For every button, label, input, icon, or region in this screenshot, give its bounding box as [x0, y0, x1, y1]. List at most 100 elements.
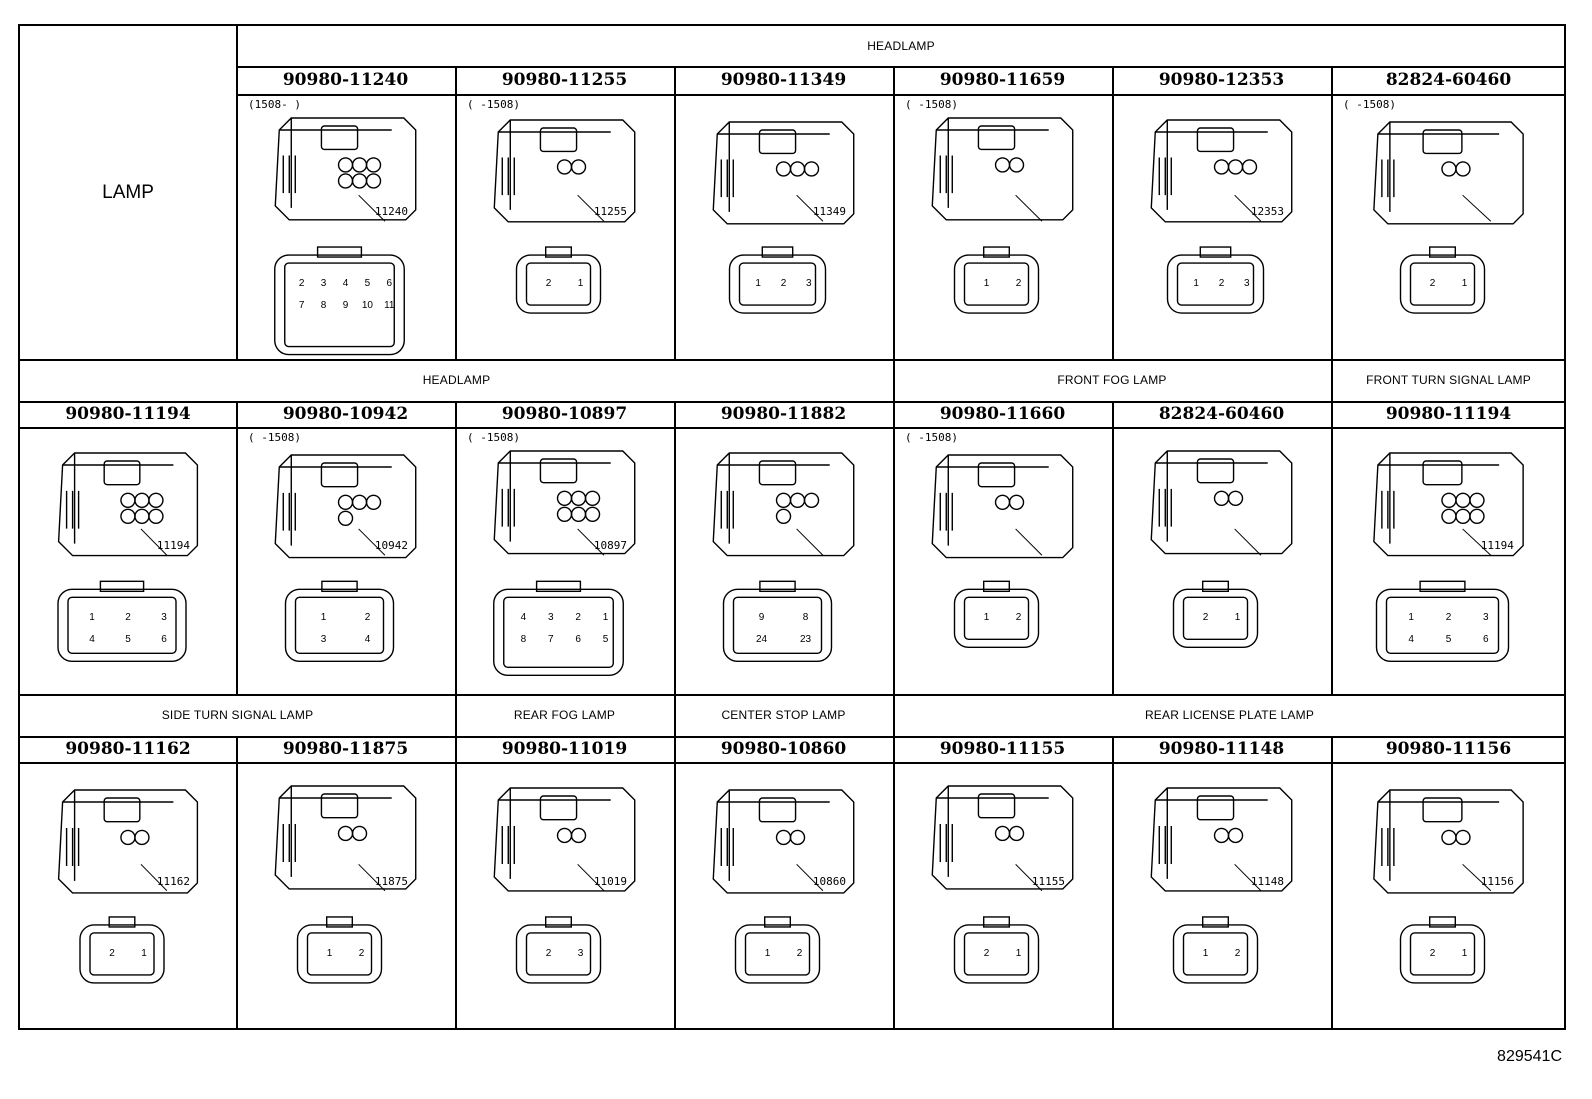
connector-drawing	[674, 764, 893, 1028]
pin-number: 6	[386, 277, 393, 289]
part-code-callout: 11148	[1250, 874, 1285, 888]
group-label: CENTER STOP LAMP	[721, 708, 846, 722]
corner-label: LAMP	[102, 181, 154, 203]
group-divider-v	[893, 359, 895, 401]
part-code-callout: 11156	[1480, 874, 1514, 888]
date-range-note: ( -1508)	[248, 431, 301, 444]
pin-number: 8	[320, 299, 327, 311]
part-number: 90980-11155	[939, 739, 1066, 759]
part-number: 90980-11240	[282, 70, 409, 90]
connector-drawing	[1112, 429, 1331, 692]
cell-divider	[674, 736, 676, 1030]
part-code-callout: 11255	[593, 205, 628, 219]
pin-number: 6	[575, 634, 581, 646]
pin-number: 4	[520, 612, 527, 624]
pin-number: 2	[1015, 612, 1022, 624]
connector-drawing	[236, 96, 455, 357]
pin-number: 2	[125, 612, 131, 624]
part-number: 90980-10860	[720, 739, 847, 759]
pin-number: 9	[758, 612, 765, 624]
part-number: 82824-60460	[1158, 404, 1285, 424]
date-range-note: ( -1508)	[467, 98, 520, 111]
pin-number: 4	[342, 277, 349, 289]
part-code-callout: 11194	[156, 539, 190, 553]
pin-number: 1	[764, 947, 771, 959]
row-divider	[20, 359, 1566, 361]
pin-number: 2	[358, 947, 365, 959]
group-label: SIDE TURN SIGNAL LAMP	[161, 708, 314, 722]
cell-divider	[893, 401, 895, 694]
pin-number: 10	[361, 299, 373, 311]
date-range-note: ( -1508)	[1343, 98, 1396, 111]
pin-number: 2	[364, 612, 371, 624]
pin-number: 2	[109, 947, 115, 959]
part-code-callout: 11240	[374, 205, 409, 219]
cell-divider	[674, 66, 676, 359]
pin-number: 1	[1461, 947, 1468, 959]
date-range-note: ( -1508)	[467, 431, 520, 444]
part-number: 90980-11162	[65, 739, 191, 759]
group-label: REAR LICENSE PLATE LAMP	[1144, 708, 1315, 722]
part-divider	[20, 762, 1566, 764]
date-range-note: (1508- )	[248, 98, 301, 111]
corner-divider	[236, 26, 238, 359]
pin-number: 9	[342, 299, 349, 311]
pin-number: 1	[320, 612, 327, 624]
part-code-callout: 11019	[593, 874, 628, 888]
pin-number: 1	[602, 612, 609, 624]
cell-divider	[236, 401, 238, 694]
group-divider-v	[1331, 359, 1333, 401]
pin-number: 2	[1429, 947, 1436, 959]
pin-number: 5	[125, 634, 131, 646]
pin-number: 7	[548, 634, 554, 646]
group-label: REAR FOG LAMP	[513, 708, 616, 722]
pin-number: 8	[802, 612, 809, 624]
pin-number: 3	[548, 612, 554, 624]
date-range-note: ( -1508)	[905, 98, 958, 111]
pin-number: 6	[161, 634, 167, 646]
connector-drawing	[893, 96, 1112, 357]
group-label: HEADLAMP	[867, 39, 935, 53]
pin-number: 8	[520, 634, 527, 646]
cell-divider	[1331, 66, 1333, 359]
part-code-callout: 10942	[374, 539, 409, 553]
part-number: 90980-11194	[65, 404, 191, 424]
connector-drawing	[236, 764, 455, 1028]
pin-number: 1	[755, 277, 761, 289]
pin-number: 4	[89, 634, 95, 646]
cell-divider	[455, 66, 457, 359]
connector-drawing	[893, 764, 1112, 1028]
pin-number: 1	[1202, 947, 1209, 959]
group-divider-v	[674, 694, 676, 736]
pin-number: 2	[1429, 277, 1436, 289]
pin-number: 3	[577, 947, 584, 959]
part-number: 90980-11875	[282, 739, 409, 759]
pin-number: 5	[1445, 634, 1452, 646]
pin-number: 1	[1193, 277, 1199, 289]
part-number: 90980-11660	[939, 404, 1066, 424]
pin-number: 1	[141, 947, 147, 959]
connector-drawing	[455, 429, 674, 692]
connector-drawing	[455, 764, 674, 1028]
pin-number: 3	[1483, 612, 1489, 624]
pin-number: 2	[575, 612, 581, 624]
cell-divider	[1331, 736, 1333, 1030]
connector-drawing	[20, 429, 236, 692]
group-label: HEADLAMP	[422, 373, 491, 387]
part-number: 90980-10897	[501, 404, 628, 424]
connector-drawing	[1331, 429, 1566, 692]
connector-drawing	[236, 429, 455, 692]
cell-divider	[236, 736, 238, 1030]
date-range-note: ( -1508)	[905, 431, 958, 444]
pin-number: 2	[545, 947, 552, 959]
pin-number: 1	[1015, 947, 1022, 959]
pin-number: 2	[796, 947, 803, 959]
part-number: 90980-10942	[282, 404, 409, 424]
connector-drawing	[1331, 764, 1566, 1028]
figure-id: 829541C	[1497, 1048, 1562, 1065]
connector-drawing	[893, 429, 1112, 692]
pin-number: 1	[577, 277, 584, 289]
pin-number: 1	[1408, 612, 1414, 624]
cell-divider	[1112, 401, 1114, 694]
pin-number: 2	[1202, 612, 1209, 624]
